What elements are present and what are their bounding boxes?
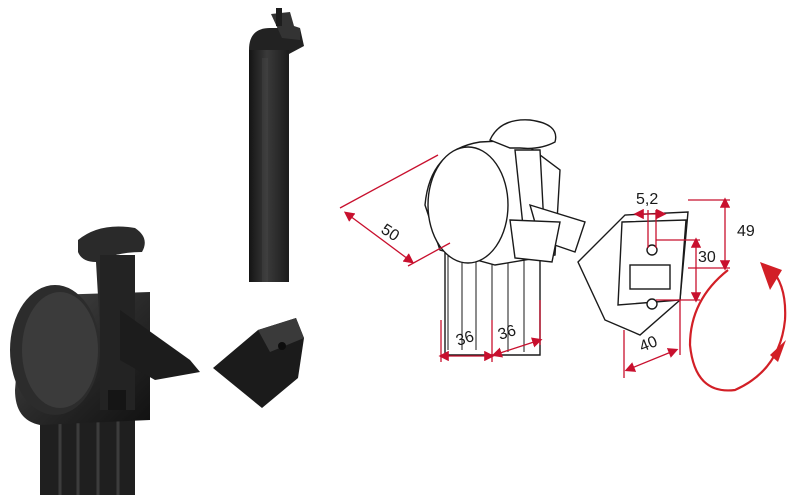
technical-drawing <box>424 119 689 356</box>
latch-drawing <box>424 119 586 356</box>
dim-label-hole: 5,2 <box>636 191 658 208</box>
dim-label-plate-width: 40 <box>637 333 660 355</box>
dim-label-depth: 50 <box>378 221 402 245</box>
wedge-bracket-photo <box>213 318 304 408</box>
dim-label-hole-spacing: 30 <box>698 249 716 266</box>
dimension-lines <box>339 154 731 378</box>
bracket-drawing <box>577 211 689 336</box>
post-photo <box>249 8 304 282</box>
rotation-arrow-icon <box>688 262 787 392</box>
dim-label-plate-height: 49 <box>737 223 755 240</box>
dim-label-width-left: 36 <box>454 328 476 350</box>
product-photo-group <box>10 8 304 495</box>
latch-assembly-photo <box>10 226 200 495</box>
dim-label-width-right: 36 <box>496 322 518 344</box>
